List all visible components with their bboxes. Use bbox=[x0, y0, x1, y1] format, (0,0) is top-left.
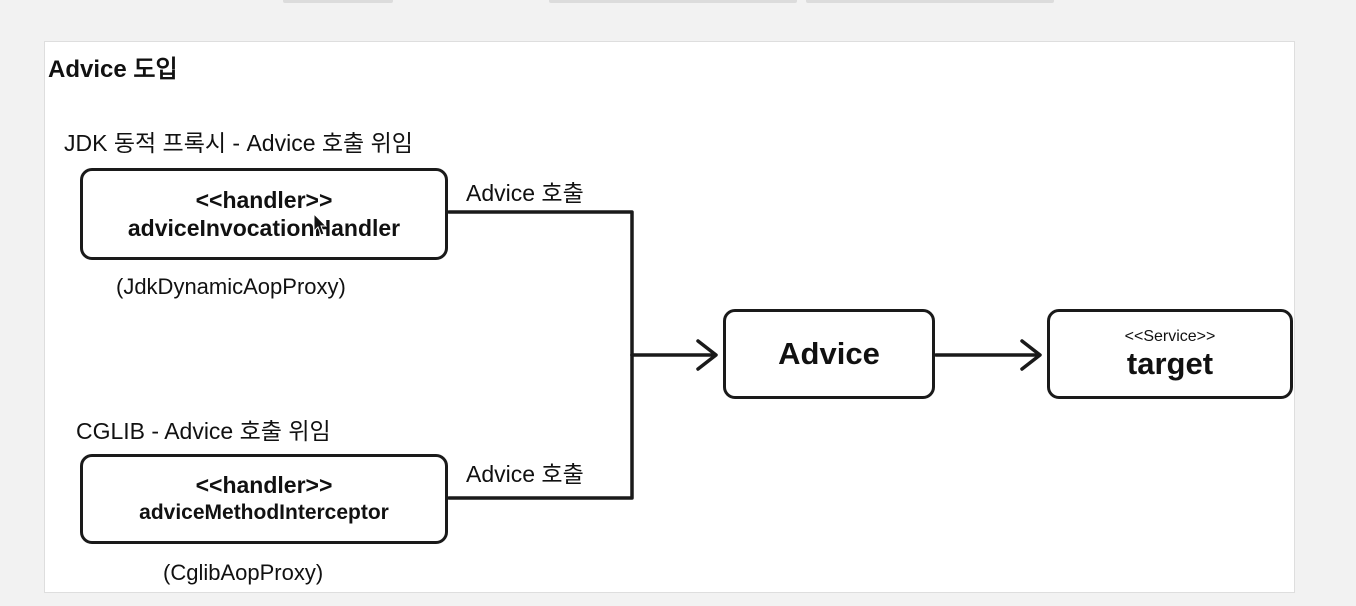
advice-box: Advice bbox=[723, 309, 935, 399]
mouse-cursor-icon bbox=[313, 213, 327, 236]
cglib-handler-stereotype: <<handler>> bbox=[195, 472, 333, 498]
jdk-handler-stereotype: <<handler>> bbox=[195, 187, 333, 213]
cglib-handler-box: <<handler>> adviceMethodInterceptor bbox=[80, 454, 448, 544]
jdk-handler-name: adviceInvocationHandler bbox=[127, 215, 401, 241]
diagram-title: Advice 도입 bbox=[48, 56, 178, 83]
top-tab-1 bbox=[283, 0, 393, 3]
cglib-connector bbox=[447, 353, 634, 500]
jdk-edge-label: Advice 호출 bbox=[466, 180, 584, 206]
jdk-section-label: JDK 동적 프록시 - Advice 호출 위임 bbox=[64, 130, 413, 156]
cglib-handler-name: adviceMethodInterceptor bbox=[139, 501, 389, 524]
cglib-section-label: CGLIB - Advice 호출 위임 bbox=[76, 418, 331, 444]
target-name: target bbox=[1126, 346, 1214, 381]
cglib-proxy-label: (CglibAopProxy) bbox=[163, 560, 324, 585]
jdk-connector bbox=[447, 210, 634, 357]
advice-arrowhead bbox=[696, 339, 718, 371]
target-stereotype: <<Service>> bbox=[1124, 328, 1216, 345]
jdk-handler-box: <<handler>> adviceInvocationHandler bbox=[80, 168, 448, 260]
jdk-proxy-label: (JdkDynamicAopProxy) bbox=[116, 274, 346, 299]
top-tab-2 bbox=[549, 0, 797, 3]
target-box: <<Service>> target bbox=[1047, 309, 1293, 399]
advice-label: Advice bbox=[778, 336, 880, 371]
cglib-edge-label: Advice 호출 bbox=[466, 461, 584, 487]
top-tab-3 bbox=[806, 0, 1054, 3]
target-arrowhead bbox=[1020, 339, 1042, 371]
